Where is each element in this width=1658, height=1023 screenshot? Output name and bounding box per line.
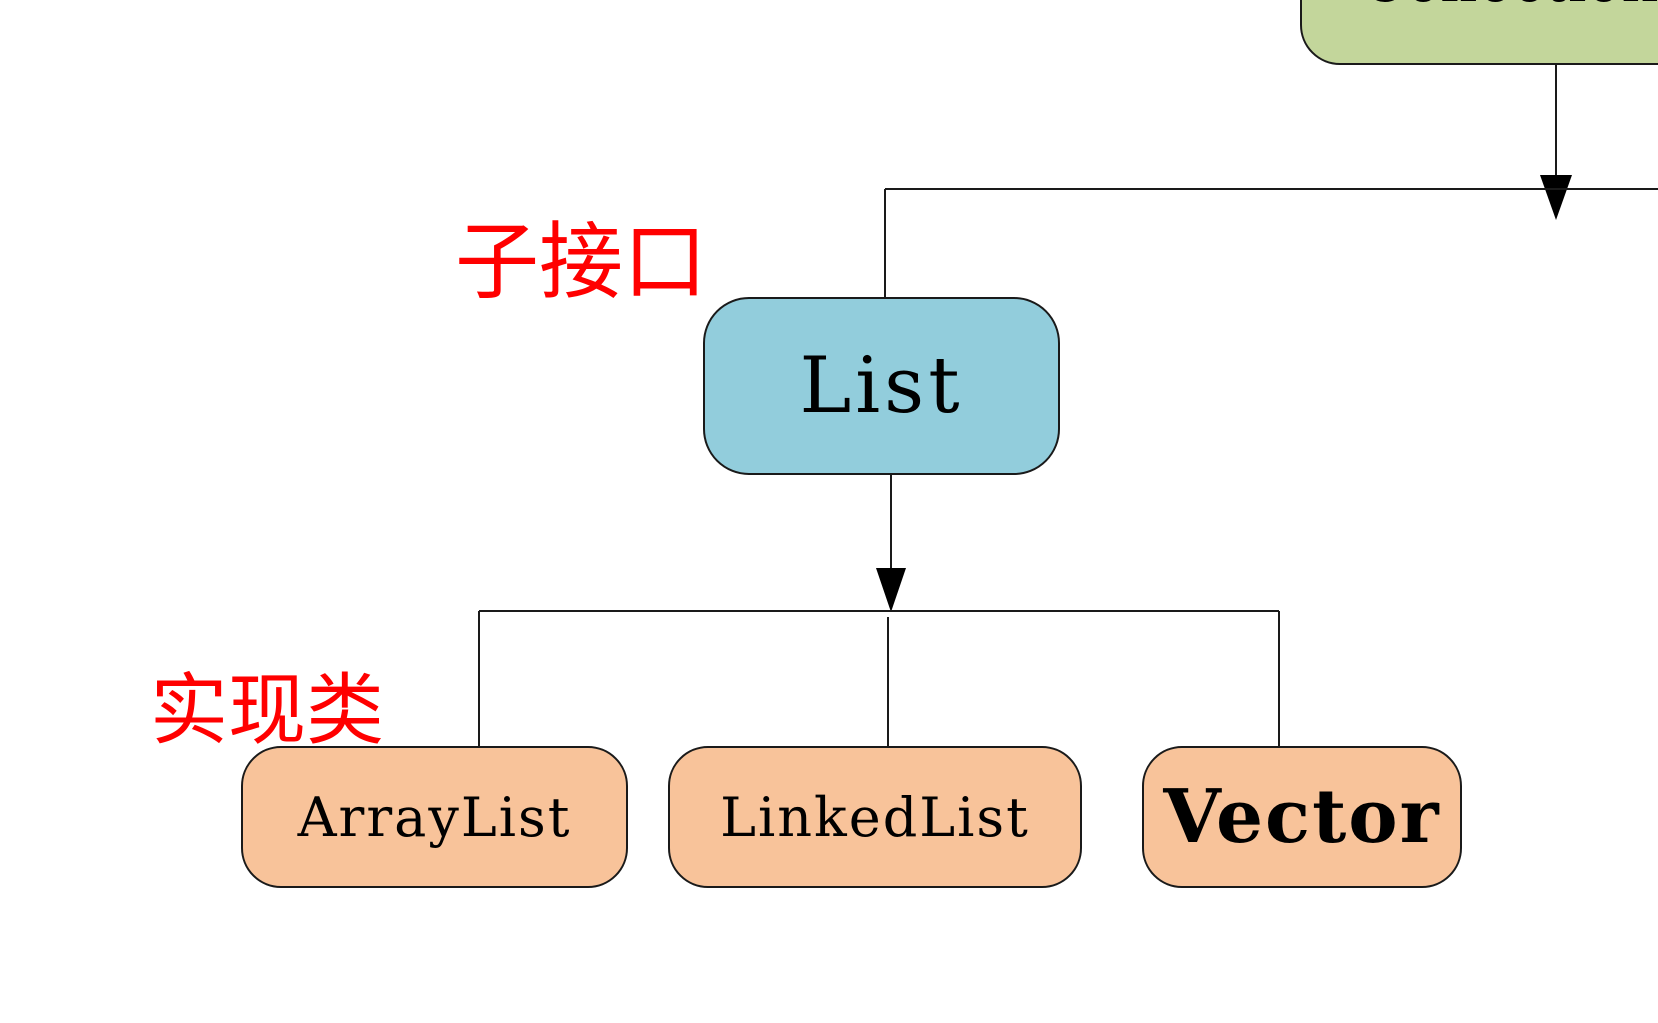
vector-node-label: Vector: [1163, 774, 1441, 860]
implementation-annotation: 实现类: [150, 666, 385, 756]
collection-node-label: Collection: [1361, 0, 1658, 15]
subinterface-annotation: 子接口: [455, 213, 708, 311]
arraylist-node: ArrayList: [241, 746, 628, 888]
linkedlist-node-label: LinkedList: [720, 785, 1030, 849]
arraylist-node-label: ArrayList: [297, 785, 572, 849]
linkedlist-node: LinkedList: [668, 746, 1082, 888]
list-node-label: List: [799, 341, 964, 431]
top-arrowhead: [1540, 175, 1572, 220]
vector-node: Vector: [1142, 746, 1462, 888]
list-arrowhead: [876, 568, 906, 612]
collection-node: Collection: [1300, 0, 1658, 65]
list-node: List: [703, 297, 1060, 475]
